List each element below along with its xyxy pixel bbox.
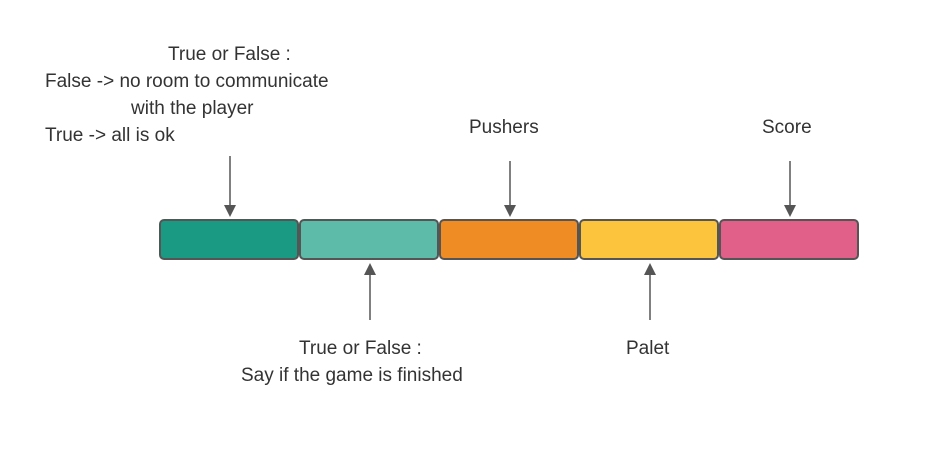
palet-label: Palet	[626, 338, 670, 359]
arrow-to-segment-1	[224, 156, 236, 217]
first-segment-label: True or False : False -> no room to comm…	[45, 41, 329, 149]
segment-5	[719, 219, 859, 260]
second-label-title: True or False :	[299, 338, 422, 359]
segment-3	[439, 219, 579, 260]
arrow-to-segment-2	[364, 263, 376, 320]
score-label: Score	[762, 117, 812, 138]
segment-4	[579, 219, 719, 260]
segment-2	[299, 219, 439, 260]
pushers-label: Pushers	[469, 117, 539, 138]
second-label-line: Say if the game is finished	[241, 365, 463, 386]
arrow-to-segment-3	[504, 161, 516, 217]
first-label-continuation: with the player	[131, 98, 254, 119]
arrow-to-segment-5	[784, 161, 796, 217]
first-label-true-line: True -> all is ok	[45, 125, 175, 146]
arrow-to-segment-4	[644, 263, 656, 320]
second-segment-label: True or False : Say if the game is finis…	[241, 335, 463, 389]
first-label-false-line: False -> no room to communicate	[45, 71, 329, 92]
first-label-title: True or False :	[168, 44, 291, 65]
segment-1	[159, 219, 299, 260]
